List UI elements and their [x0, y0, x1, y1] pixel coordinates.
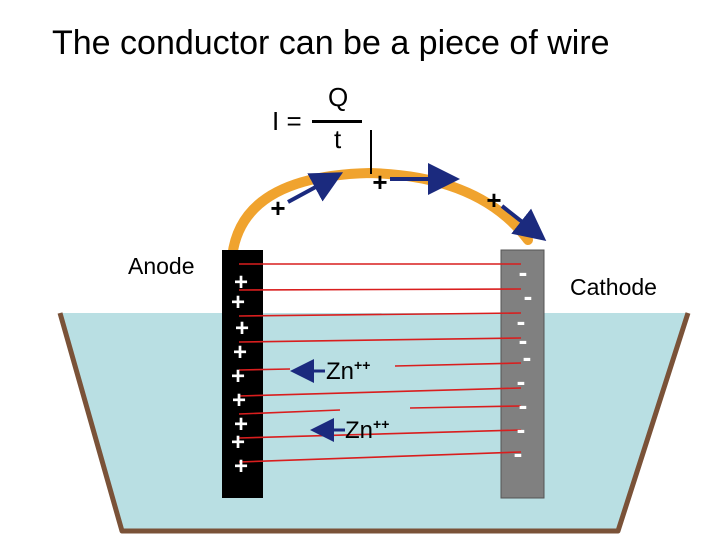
field-line-icon: [238, 409, 341, 415]
ion-charge: ++: [373, 416, 390, 432]
field-line-icon: [238, 387, 522, 397]
wire-plus-sign: +: [372, 167, 387, 197]
formula-current: I =: [272, 106, 302, 137]
cathode-label: Cathode: [570, 274, 657, 300]
cathode-minus-sign: -: [524, 281, 533, 311]
field-lines: [238, 263, 522, 463]
field-line-icon: [238, 368, 291, 371]
zinc-ion: Zn++: [345, 416, 389, 445]
ion-symbol: Zn: [345, 417, 374, 444]
anode-plus-sign: +: [234, 453, 248, 480]
anode-plus-sign: +: [231, 289, 245, 316]
formula-fraction-bar: [312, 120, 362, 123]
container-wall: [57, 312, 691, 534]
cathode: [500, 249, 545, 499]
field-line-icon: [238, 429, 522, 439]
anode-label: Anode: [128, 253, 195, 279]
cathode-minus-sign: -: [517, 366, 526, 396]
cathode-minus-sign: -: [523, 342, 532, 372]
anode-charges: + + + + + + + + +: [231, 269, 249, 480]
anode-plus-sign: +: [234, 411, 248, 438]
anode-plus-sign: +: [232, 387, 246, 414]
cathode-minus-sign: -: [517, 306, 526, 336]
formula-equals: =: [286, 106, 302, 136]
cathode-minus-sign: -: [517, 414, 526, 444]
cathode-minus-sign: -: [519, 390, 528, 420]
anode-plus-sign: +: [235, 315, 249, 342]
zinc-ion: Zn++: [326, 357, 370, 386]
cathode-minus-sign: -: [519, 325, 528, 355]
field-line-icon: [238, 288, 522, 291]
cathode-minus-sign: -: [519, 257, 528, 287]
formula-lhs: I: [272, 106, 280, 136]
field-line-icon: [238, 337, 522, 343]
wire-charges: + + +: [270, 167, 501, 223]
wire-plus-sign: +: [270, 193, 285, 223]
cathode-charges: - - - - - - - - -: [514, 257, 533, 468]
ion-symbol: Zn: [326, 358, 355, 385]
current-arrow-icon: [500, 204, 547, 241]
anode-plus-sign: +: [231, 429, 245, 456]
formula-numerator: Q: [328, 82, 349, 112]
field-line-icon: [238, 451, 522, 463]
current-arrow-icon: [287, 172, 344, 204]
anode: [222, 250, 263, 498]
cathode-minus-sign: -: [514, 438, 523, 468]
field-line-icon: [394, 362, 522, 367]
anode-plus-sign: +: [231, 363, 245, 390]
wire-plus-sign: +: [486, 185, 501, 215]
anode-plus-sign: +: [233, 339, 247, 366]
ion-charge: ++: [354, 357, 371, 373]
anode-plus-sign: +: [234, 269, 248, 296]
field-line-icon: [409, 405, 522, 409]
field-line-icon: [238, 312, 522, 317]
formula-denominator: t: [334, 124, 342, 154]
page-title: The conductor can be a piece of wire: [52, 24, 610, 62]
